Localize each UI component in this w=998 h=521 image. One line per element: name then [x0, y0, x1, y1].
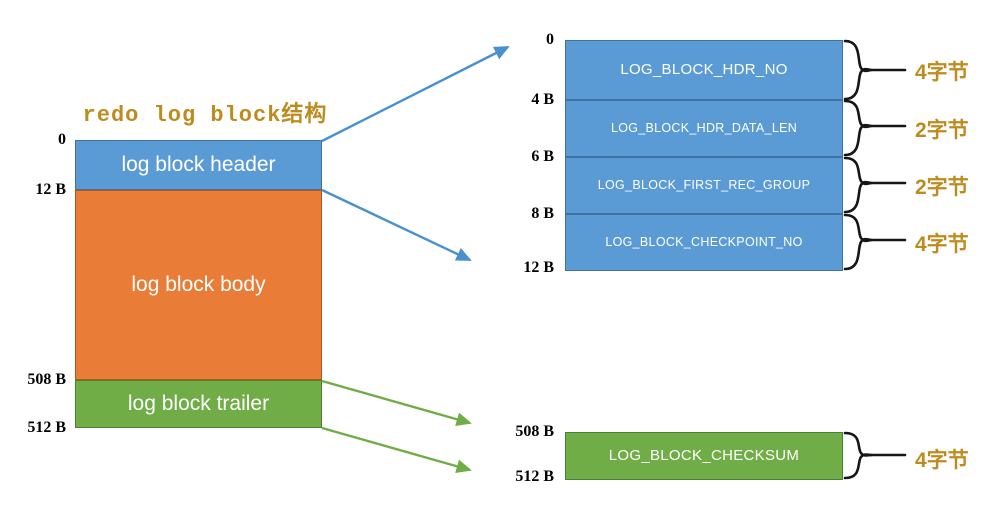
- header-detail-size-label: 2字节: [915, 119, 969, 142]
- left-offset-tick: 512 B: [27, 419, 66, 436]
- brace-first-rec-group: [843, 156, 873, 214]
- trailer-detail-offset-tick: 508 B: [515, 423, 554, 440]
- left-section-label: log block body: [131, 272, 266, 296]
- left-section-log-block-trailer: log block trailer: [75, 380, 322, 428]
- trailer-detail-row-checksum: LOG_BLOCK_CHECKSUM: [565, 432, 843, 480]
- arrow-trailer-bottom: [321, 426, 472, 474]
- header-detail-row-hdr-data-len: LOG_BLOCK_HDR_DATA_LEN: [565, 100, 843, 157]
- arrow-trailer-top: [321, 379, 472, 427]
- header-detail-offset-tick: 0: [546, 31, 554, 48]
- brace-group-trailer: [843, 431, 873, 480]
- trailer-detail-row-label: LOG_BLOCK_CHECKSUM: [608, 447, 800, 465]
- header-detail-size-label: 4字节: [915, 233, 969, 256]
- brace-checksum: [843, 431, 873, 480]
- header-detail-size-label: 4字节: [915, 61, 969, 84]
- header-detail-offset-tick: 4 B: [531, 91, 554, 108]
- header-detail-offset-tick: 12 B: [523, 259, 554, 276]
- left-section-log-block-header: log block header: [75, 140, 322, 190]
- header-detail-row-label: LOG_BLOCK_HDR_DATA_LEN: [610, 121, 798, 136]
- left-offset-tick: 0: [58, 131, 66, 148]
- left-section-label: log block header: [121, 152, 276, 176]
- brace-checkpoint-no: [843, 213, 873, 271]
- left-offset-tick: 508 B: [27, 371, 66, 388]
- header-detail-size-label: 2字节: [915, 176, 969, 199]
- header-detail-row-label: LOG_BLOCK_FIRST_REC_GROUP: [597, 178, 811, 193]
- left-offset-tick: 12 B: [35, 181, 66, 198]
- trailer-detail-offset-tick: 512 B: [515, 468, 554, 485]
- header-detail-offset-tick: 8 B: [531, 205, 554, 222]
- brace-leader-group-header: [870, 68, 907, 242]
- header-detail-row-label: LOG_BLOCK_CHECKPOINT_NO: [605, 235, 803, 250]
- header-detail-row-checkpoint-no: LOG_BLOCK_CHECKPOINT_NO: [565, 214, 843, 271]
- brace-hdr-data-len: [843, 99, 873, 157]
- header-detail-offset-tick: 6 B: [531, 148, 554, 165]
- page-title: redo log block结构: [82, 103, 328, 128]
- arrow-header-top: [321, 45, 510, 143]
- header-detail-row-hdr-no: LOG_BLOCK_HDR_NO: [565, 40, 843, 100]
- brace-hdr-no: [843, 39, 873, 101]
- trailer-detail-size-label: 4字节: [915, 449, 969, 472]
- arrow-header-bottom: [321, 188, 472, 262]
- left-section-label: log block trailer: [127, 391, 270, 415]
- brace-group-header: [843, 39, 873, 271]
- left-section-log-block-body: log block body: [75, 190, 322, 380]
- header-detail-row-label: LOG_BLOCK_HDR_NO: [620, 61, 788, 79]
- header-detail-row-first-rec-group: LOG_BLOCK_FIRST_REC_GROUP: [565, 157, 843, 214]
